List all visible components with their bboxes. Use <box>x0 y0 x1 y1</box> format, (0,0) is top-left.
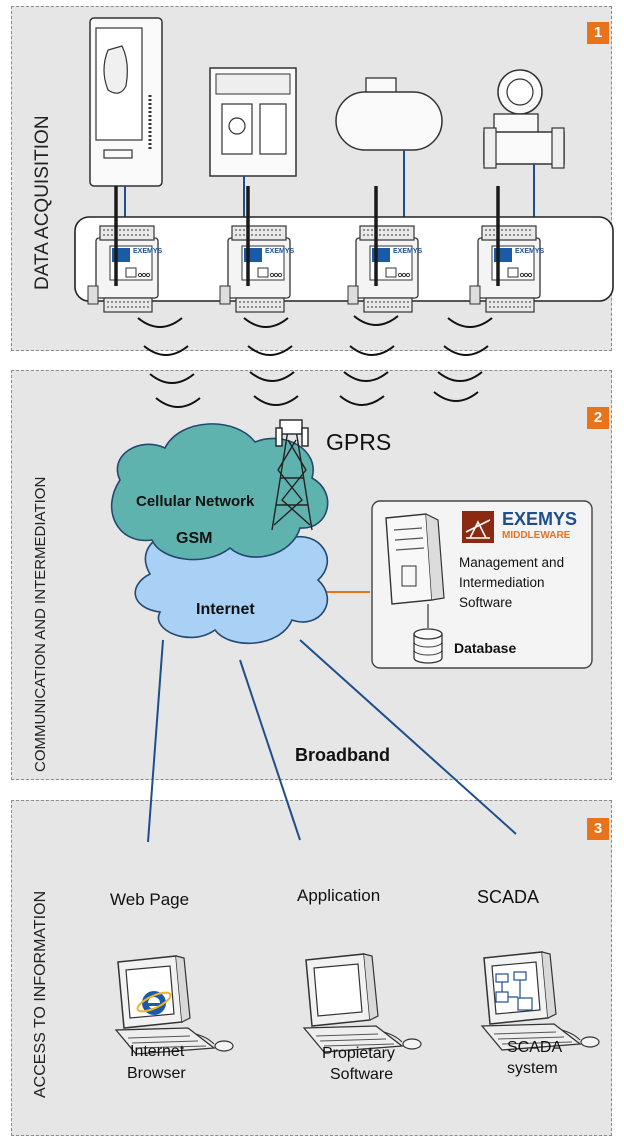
vending-machine-icon <box>89 17 163 218</box>
cellular-network-label: Cellular Network <box>136 493 255 510</box>
broadband-links <box>147 639 517 843</box>
section-1-badge: 1 <box>587 22 609 44</box>
application-computer-icon <box>303 953 422 1053</box>
tank-icon <box>335 77 443 218</box>
internet-label: Internet <box>196 601 255 618</box>
application-caption-2: Software <box>330 1066 394 1083</box>
scada-title: SCADA <box>477 887 540 907</box>
server-icon <box>385 513 445 628</box>
middleware-description-2: Intermediation <box>459 575 545 590</box>
scada-caption-2: system <box>507 1060 558 1077</box>
radio-waves-icon <box>137 315 493 408</box>
section-3-badge: 3 <box>587 818 609 840</box>
web-page-title: Web Page <box>110 890 190 909</box>
middleware-brand: EXEMYS <box>502 509 578 529</box>
web-page-computer-icon <box>115 955 234 1055</box>
browser-logo-icon <box>136 991 172 1015</box>
modem-4-brand: EXEMYS <box>515 248 545 255</box>
middleware-product: MIDDLEWARE <box>502 530 571 541</box>
section-2-badge: 2 <box>587 407 609 429</box>
middleware-description-3: Software <box>459 595 513 610</box>
database-icon <box>413 628 443 664</box>
scada-caption-1: SCADA <box>507 1039 563 1056</box>
broadband-label: Broadband <box>295 745 391 765</box>
modem-2-brand: EXEMYS <box>265 248 295 255</box>
modem-3-brand: EXEMYS <box>393 248 423 255</box>
scada-computer-icon <box>481 951 600 1051</box>
control-panel-icon <box>209 67 297 218</box>
gprs-tower-icon <box>271 419 313 531</box>
flow-meter-icon <box>483 69 565 218</box>
application-title: Application <box>297 886 381 905</box>
middleware-description-1: Management and <box>459 555 565 570</box>
scada-screen-icon <box>495 971 533 1011</box>
cellular-network-cloud <box>110 423 329 561</box>
application-caption-1: Propietary <box>322 1045 395 1062</box>
modem-1-brand: EXEMYS <box>133 248 163 255</box>
gprs-label: GPRS <box>326 429 392 455</box>
middleware-logo-icon <box>462 511 494 543</box>
web-page-caption-1: Internet <box>130 1043 185 1060</box>
web-page-caption-2: Browser <box>127 1065 186 1082</box>
database-label: Database <box>454 640 517 656</box>
gsm-label: GSM <box>176 530 213 547</box>
